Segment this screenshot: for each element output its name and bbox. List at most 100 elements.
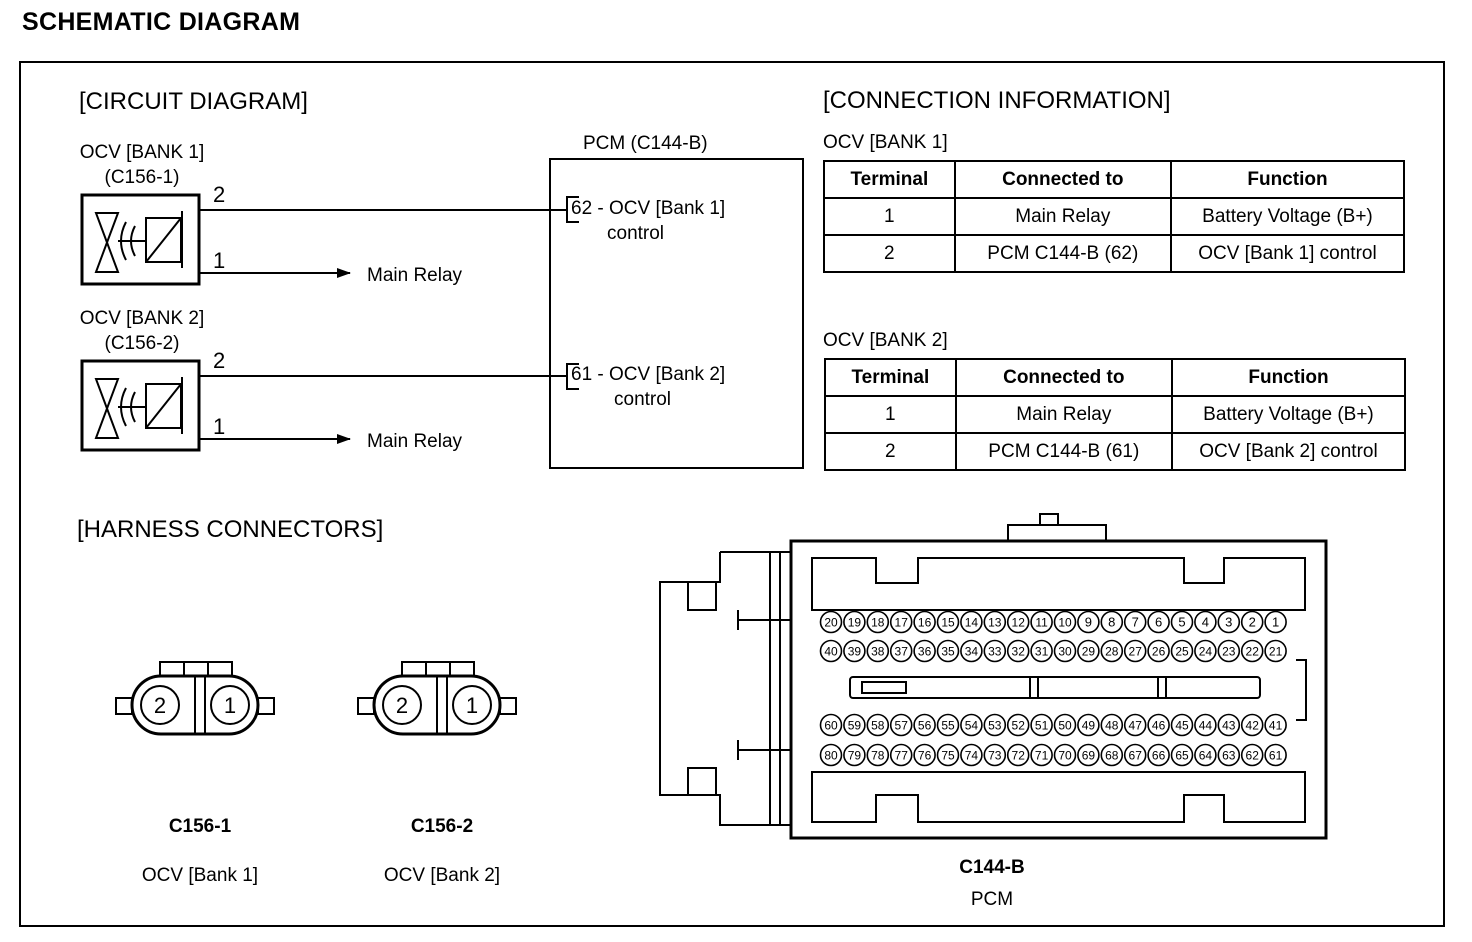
pcm-pin-label-27: 27 [1129, 645, 1143, 659]
ocv-bank1-symbol [80, 193, 201, 286]
header-function: Function [1170, 358, 1407, 397]
pcm-pin-label-76: 76 [918, 749, 932, 763]
pcm-pin-24 [1194, 639, 1217, 663]
pcm-pin62-terminal [566, 196, 579, 223]
function-cell: OCV [Bank 1] control [1169, 234, 1406, 273]
pcm-pin-label-58: 58 [871, 719, 885, 733]
pcm-pin-label-71: 71 [1035, 749, 1049, 763]
ocv-bank2-pin1-label: 1 [213, 414, 226, 439]
pcm-pin-label-52: 52 [1012, 719, 1026, 733]
pcm-pin-41 [1264, 713, 1287, 737]
connector-c156-1-drawing [115, 661, 275, 736]
connector-c156-2-drawing [357, 661, 517, 736]
ocv-bank2-connector-label: (C156-2) [104, 333, 180, 354]
pcm-pin-label-36: 36 [918, 645, 932, 659]
pcm-pin-label-51: 51 [1035, 719, 1049, 733]
connection-info-heading: [CONNECTION INFORMATION] [823, 87, 1171, 114]
pcm-pin-28 [1100, 639, 1124, 663]
pcm-pin61-terminal [566, 363, 579, 390]
pcm-pin-label-45: 45 [1175, 719, 1189, 733]
pcm-pin-40 [819, 639, 843, 663]
pcm-pin-label-38: 38 [871, 645, 885, 659]
pcm-pin62-label-line2: control [607, 223, 665, 244]
pcm-pin-label-61: 61 [1269, 749, 1283, 763]
table-header-row: Terminal Connected to Function [824, 358, 1407, 397]
pcm-pin-label-56: 56 [918, 719, 932, 733]
pcm-pin-73 [983, 743, 1007, 767]
pcm-pin-47 [1123, 713, 1147, 737]
pcm-pin-3 [1217, 610, 1241, 634]
pcm-pin-74 [960, 743, 983, 767]
pcm-pin-label-19: 19 [848, 616, 862, 630]
pcm-pin-label-11: 11 [1035, 616, 1048, 630]
pcm-pin-55 [936, 713, 960, 737]
pcm-pin-label-14: 14 [965, 616, 979, 630]
pcm-pin-4 [1194, 610, 1217, 634]
pcm-pin-label-77: 77 [895, 749, 909, 763]
pcm-pin-35 [936, 639, 960, 663]
pcm-pin-38 [866, 639, 890, 663]
pcm-pin-6 [1147, 610, 1170, 634]
pcm-pin-label-15: 15 [941, 616, 955, 630]
pcm-pin-29 [1077, 639, 1100, 663]
pcm-pin-52 [1006, 713, 1030, 737]
diagram-frame [19, 61, 1445, 927]
pcm-pin-label-7: 7 [1132, 615, 1139, 630]
pcm-pin-25 [1170, 639, 1194, 663]
pcm-pin-39 [843, 639, 866, 663]
pcm-pin-63 [1217, 743, 1241, 767]
table-row: 2 PCM C144-B (62) OCV [Bank 1] control [823, 234, 1406, 273]
connector-c156-2-desc: OCV [Bank 2] [383, 865, 501, 886]
pcm-pin-label-31: 31 [1035, 645, 1049, 659]
pcm-pin-label-35: 35 [941, 645, 955, 659]
ocv-bank1-pin1-label: 1 [213, 248, 226, 273]
pcm-pin-48 [1100, 713, 1124, 737]
pcm-pin-62 [1240, 743, 1264, 767]
pcm-pin-label-79: 79 [848, 749, 862, 763]
pcm-pin-32 [1006, 639, 1030, 663]
pcm-pin-30 [1053, 639, 1077, 663]
pcm-pin-26 [1147, 639, 1170, 663]
connected-to-cell: PCM C144-B (62) [953, 234, 1172, 273]
pcm-pin-label-62: 62 [1246, 749, 1260, 763]
pcm-pin-label-30: 30 [1058, 645, 1072, 659]
pcm-pin-label-54: 54 [965, 719, 979, 733]
pcm-pin-label-34: 34 [965, 645, 979, 659]
pcm-pin-64 [1194, 743, 1217, 767]
pcm-pin-label-28: 28 [1105, 645, 1119, 659]
pcm-pin-7 [1123, 610, 1147, 634]
terminal-cell: 1 [823, 197, 956, 236]
pcm-pin-34 [960, 639, 983, 663]
ocv-bank1-connector-label: (C156-1) [104, 167, 180, 188]
circuit-diagram-heading: [CIRCUIT DIAGRAM] [79, 88, 308, 115]
pcm-pin-18 [866, 610, 890, 634]
ocv-bank2-main-relay-label: Main Relay [367, 431, 463, 452]
pcm-pin-2 [1240, 610, 1264, 634]
function-cell: OCV [Bank 2] control [1170, 432, 1407, 471]
pcm-pin-label-55: 55 [941, 719, 955, 733]
pcm-pin-label-24: 24 [1199, 645, 1213, 659]
pcm-pin-44 [1194, 713, 1217, 737]
pcm-pin-65 [1170, 743, 1194, 767]
pcm-pin-43 [1217, 713, 1241, 737]
pcm-pin-22 [1240, 639, 1264, 663]
pcm-pin-label-48: 48 [1105, 719, 1119, 733]
pcm-pin-label-75: 75 [941, 749, 955, 763]
pcm-pin-5 [1170, 610, 1194, 634]
pcm-pin-label-16: 16 [918, 616, 932, 630]
bank2-connection-table: Terminal Connected to Function 1 Main Re… [824, 358, 1407, 471]
terminal-cell: 1 [824, 395, 957, 434]
pcm-pin-57 [889, 713, 913, 737]
pcm-pin-label-23: 23 [1222, 645, 1236, 659]
pcm-pin-label-1: 1 [1272, 615, 1279, 630]
c156-1-pin1-label: 1 [223, 693, 237, 718]
pcm-pin-15 [936, 610, 960, 634]
pcm-pin-label-74: 74 [965, 749, 979, 763]
pcm-pin-label-53: 53 [988, 719, 1002, 733]
connector-c156-1-desc: OCV [Bank 1] [141, 865, 259, 886]
pcm-pin-78 [866, 743, 890, 767]
pcm-box [549, 158, 804, 469]
pcm-pin-label-40: 40 [824, 645, 838, 659]
